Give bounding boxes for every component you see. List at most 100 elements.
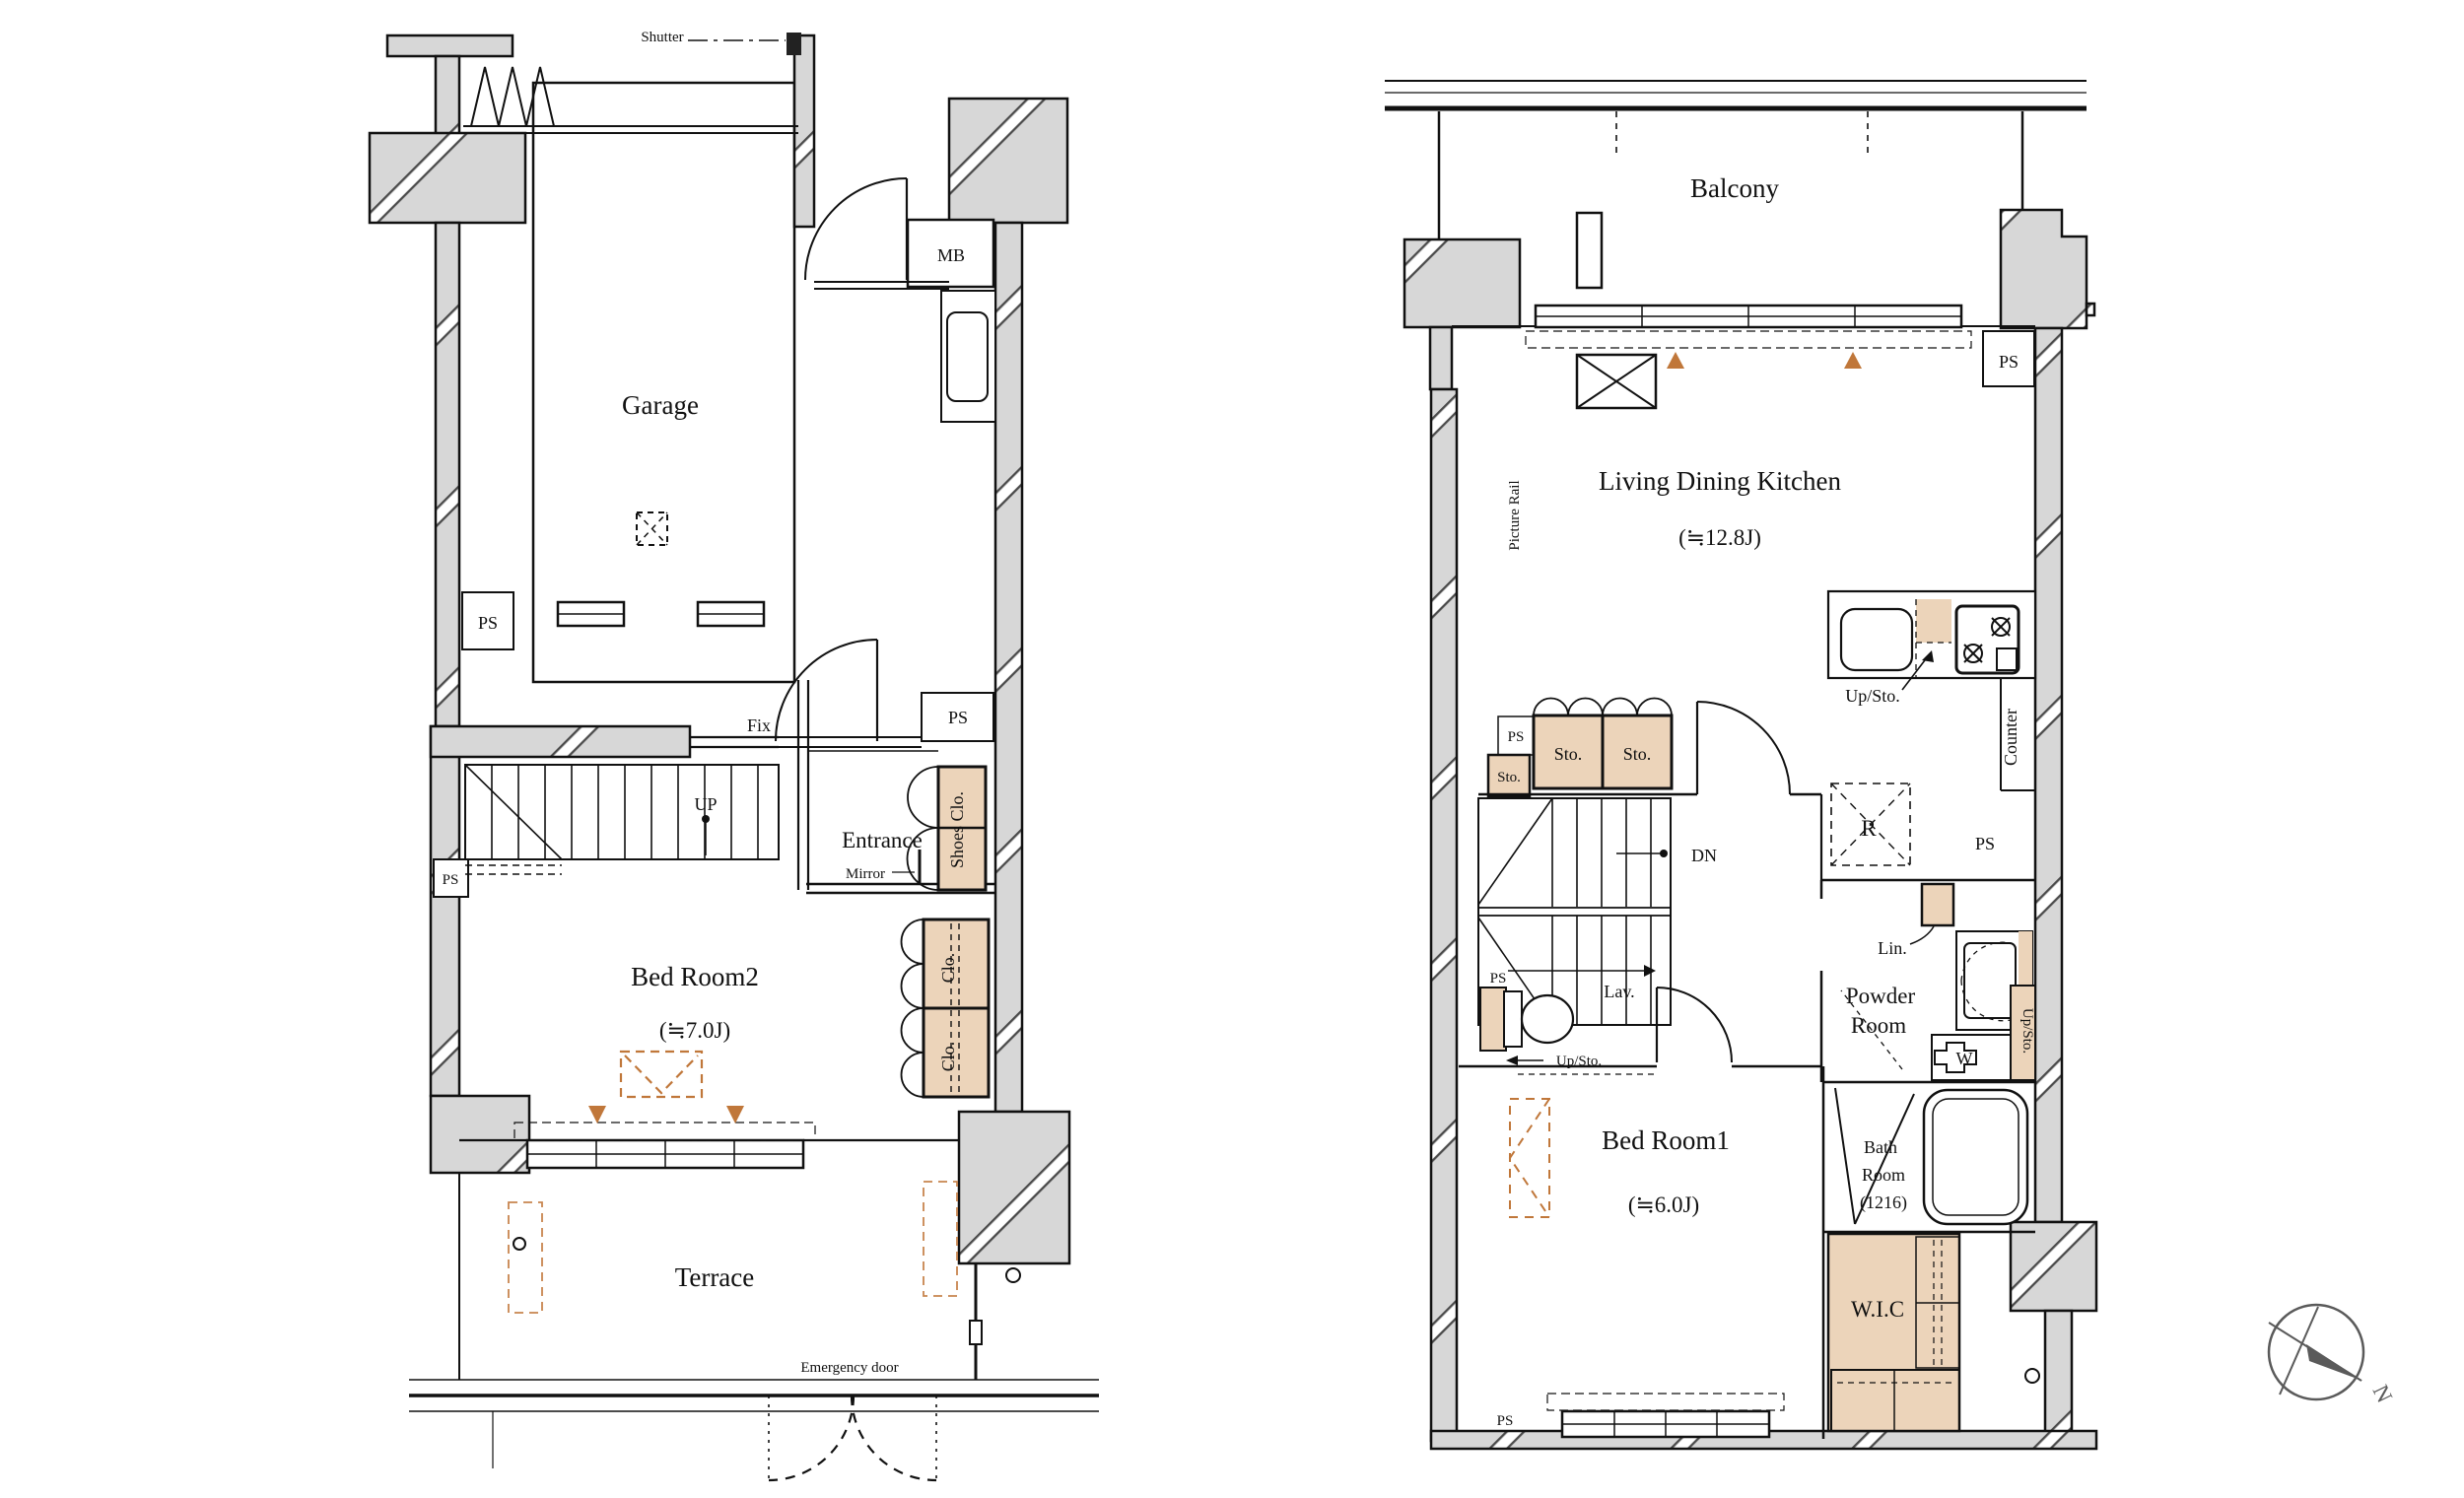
walk-in-closet (1826, 1232, 1961, 1433)
bedroom2-size-label: (≒7.0J) (659, 1018, 730, 1043)
ac-unit-mark (619, 1050, 704, 1099)
up-label: UP (694, 794, 717, 814)
picture-rail-label: Picture Rail (1507, 480, 1523, 550)
vent-triangle-icon (726, 1106, 744, 1124)
bedroom1-size-label: (≒6.0J) (1628, 1192, 1699, 1217)
front-door (804, 177, 949, 290)
curtain-box (1546, 1393, 1785, 1411)
ps-box-storage (1497, 715, 1535, 756)
hall-door (1695, 701, 1821, 796)
powder-room-label: Powder (1846, 984, 1916, 1008)
planter-box (508, 1201, 543, 1314)
ps-label: PS (1490, 971, 1507, 987)
stove-icon (1954, 604, 2020, 675)
first-floor-plan: Shutter Garage MB PS PS PS Fix UP Entran… (368, 30, 1099, 1482)
drain-circle (1005, 1267, 1021, 1283)
bedroom2-label: Bed Room2 (631, 962, 759, 991)
vent-triangle-icon (1844, 352, 1862, 369)
drain-circle (2024, 1368, 2040, 1384)
walls-floor2 (1403, 208, 2098, 1451)
balcony-edge (1385, 80, 2087, 239)
left-arrow-icon (1506, 1055, 1518, 1065)
refrigerator-label: R (1861, 816, 1877, 841)
powder-room (1819, 878, 2036, 1082)
storage-box (1601, 714, 1674, 790)
terrace-post-base (969, 1320, 983, 1345)
ldk-label: Living Dining Kitchen (1599, 466, 1841, 496)
fix-label: Fix (747, 715, 771, 735)
terrace-label: Terrace (675, 1262, 755, 1292)
ps-box-garage (461, 591, 514, 650)
washer-storage-strip (2010, 985, 2036, 1081)
curtain-box (1525, 330, 1972, 349)
bathtub (1922, 1088, 2029, 1226)
stairs-up (464, 764, 780, 875)
wic-drawers (1830, 1369, 1960, 1432)
bed-symbol (1508, 1098, 1550, 1218)
shutter-coil-icon (470, 66, 555, 127)
refrigerator-mark (1819, 783, 1911, 880)
storage-label: Sto. (1497, 770, 1521, 785)
meter-box (906, 218, 995, 289)
washer-label: W (1956, 1049, 1973, 1068)
kitchen-sink (1839, 607, 1914, 672)
garage-label: Garage (622, 390, 699, 420)
garage-drain-cross (636, 511, 668, 546)
compass-rose (2267, 1303, 2365, 1401)
bath-folding-door (1834, 1087, 1915, 1225)
emergency-door-label: Emergency door (800, 1360, 898, 1376)
stair-arrow-icon (1644, 965, 1656, 977)
up-sto-label: Up/Sto. (2019, 1008, 2035, 1054)
closet-label: Clo. (938, 1042, 958, 1072)
ps-box-balcony (1982, 330, 2035, 387)
ps-label: PS (1999, 352, 2019, 372)
bedroom1-label: Bed Room1 (1602, 1125, 1730, 1155)
compass-north-label: N (2368, 1381, 2398, 1406)
utility-fixture-inner (946, 311, 989, 402)
shutter-label: Shutter (641, 30, 683, 45)
compass-circle (2267, 1303, 2365, 1401)
stairs-down (1477, 797, 1672, 1026)
toilet-tank (1503, 990, 1523, 1048)
bath-room-label: Room (1862, 1165, 1905, 1185)
up-sto-label: Up/Sto. (1556, 1054, 1602, 1069)
ac-unit-cross (1576, 354, 1657, 409)
terrace-area (409, 1173, 1099, 1468)
lavatory-label: Lav. (1604, 982, 1634, 1001)
hall-storage (1478, 697, 1697, 798)
ac-unit-mark (1575, 353, 1658, 410)
ps-box-entrance (921, 692, 994, 742)
shoes-closet (906, 765, 988, 892)
linen-cabinet (1920, 882, 1955, 927)
garage-drain (636, 511, 668, 546)
ps-label: PS (478, 613, 498, 633)
up-arrow-icon (1922, 650, 1934, 662)
ps-label: PS (1508, 729, 1525, 745)
garage-side-door (775, 639, 922, 748)
bath-room-label: Bath (1864, 1137, 1897, 1157)
washing-machine (1840, 985, 2036, 1081)
kitchen-storage-patch (1916, 599, 1951, 643)
lavatory-area (1479, 987, 1733, 1065)
compass-needle-icon (2306, 1344, 2362, 1381)
drain-circle (513, 1237, 526, 1251)
toilet-bowl (1520, 993, 1575, 1045)
mb-label: MB (937, 245, 965, 265)
shoes-closet-label: Shoes Clo. (947, 791, 967, 868)
ps-label: PS (948, 708, 968, 727)
ps-label: PS (1975, 834, 1995, 853)
ldk-size-label: (≒12.8J) (1678, 525, 1761, 550)
powder-room-label: Room (1851, 1013, 1906, 1038)
garage-shutter (463, 33, 801, 134)
balcony-fixture (1575, 211, 1604, 290)
planter-box (923, 1181, 958, 1297)
bath-room (1821, 1066, 2035, 1439)
fix-window (690, 735, 779, 749)
bifold-door-arcs (1533, 697, 1673, 716)
storage-box-small (1486, 753, 1532, 798)
dn-label: DN (1691, 846, 1717, 865)
toilet-cabinet (1479, 987, 1507, 1052)
storage-label: Sto. (1554, 744, 1583, 764)
garage-room (531, 81, 796, 684)
